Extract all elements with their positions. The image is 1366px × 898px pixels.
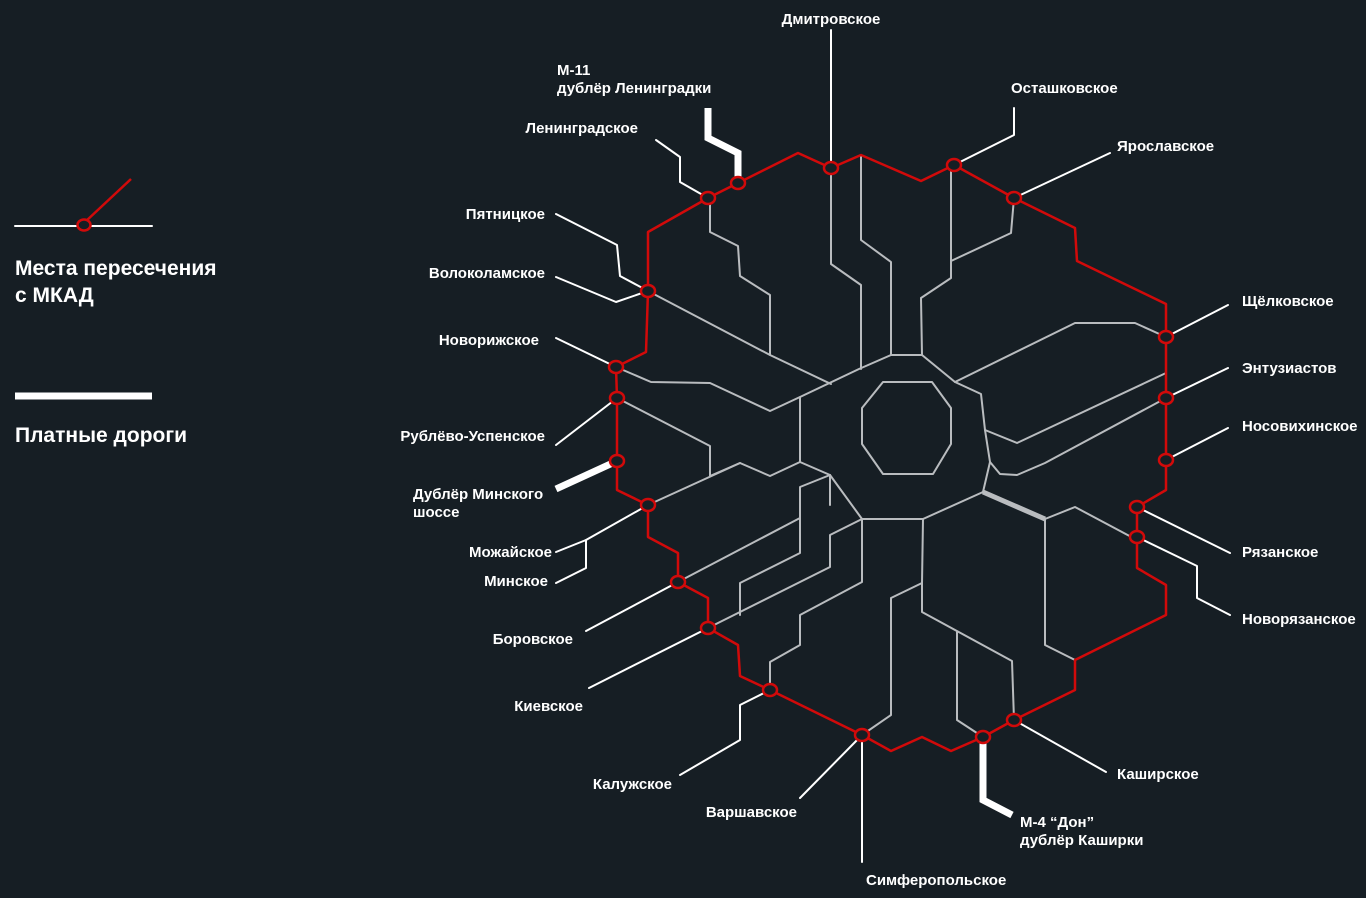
node-nosovikhinskoe xyxy=(1157,452,1175,468)
label-rublevo-uspenskoe: Рублёво-Успенское xyxy=(400,428,545,445)
label-m4-line1: М-4 “Дон” xyxy=(1020,814,1094,831)
node-volokolamskoe xyxy=(639,283,657,299)
label-ostashkovskoe: Осташковское xyxy=(1011,80,1118,97)
label-ryazanskoe: Рязанское xyxy=(1242,544,1318,561)
toll-m4 xyxy=(979,737,1014,819)
node-ryazanskoe xyxy=(1128,499,1146,515)
toll-roads xyxy=(554,108,1014,819)
toll-m11 xyxy=(704,108,742,183)
node-borovskoe xyxy=(669,574,687,590)
legend-intersections-text: Места пересечения с МКАД xyxy=(15,255,217,309)
node-dmitrovskoe xyxy=(822,160,840,176)
label-minsk-dubler-line1: Дублёр Минского xyxy=(413,486,543,503)
label-schelkovskoe: Щёлковское xyxy=(1242,293,1334,310)
label-nosovikhinskoe: Носовихинское xyxy=(1242,418,1358,435)
label-leningradskoe: Ленинградское xyxy=(526,120,638,137)
label-simferopolskoe: Симферопольское xyxy=(866,872,1006,889)
node-minsk-dubler xyxy=(608,453,626,469)
node-kashirskoe xyxy=(1005,712,1023,728)
label-m11-line2: дублёр Ленинградки xyxy=(557,80,711,97)
label-kievskoe: Киевское xyxy=(514,698,583,715)
label-novorizhskoe: Новорижское xyxy=(439,332,539,349)
node-m4 xyxy=(974,729,992,745)
label-yaroslavskoe: Ярославское xyxy=(1117,138,1214,155)
node-rublevo xyxy=(608,390,626,406)
label-m11-line1: М-11 xyxy=(557,62,590,79)
label-dmitrovskoe: Дмитровское xyxy=(782,11,881,28)
legend-intersection-symbol xyxy=(14,178,153,232)
label-varshavskoe: Варшавское xyxy=(706,804,797,821)
label-borovskoe: Боровское xyxy=(493,631,573,648)
node-leningradskoe xyxy=(699,190,717,206)
inner-roads xyxy=(615,154,1167,738)
highway-labels: Дмитровское М-11 дублёр Ленинградки Оста… xyxy=(400,11,1357,889)
legend-intersections-line1: Места пересечения xyxy=(15,257,217,280)
node-schelkovskoe xyxy=(1157,329,1175,345)
toll-minsk-dubler xyxy=(554,457,619,493)
node-novorizhskoe xyxy=(607,359,625,375)
node-kievskoe xyxy=(699,620,717,636)
toll-road-segment-east xyxy=(982,489,1046,522)
label-novoryazanskoe: Новорязанское xyxy=(1242,611,1356,628)
node-novoryazanskoe xyxy=(1128,529,1146,545)
node-ostashkovskoe xyxy=(945,157,963,173)
label-minskoe: Минское xyxy=(484,573,548,590)
label-volokolamskoe: Волоколамское xyxy=(429,265,545,282)
label-kaluzhskoe: Калужское xyxy=(593,776,672,793)
label-entuziastov: Энтузиастов xyxy=(1242,360,1337,377)
legend-toll-roads-text: Платные дороги xyxy=(15,424,187,447)
label-pyatnitskoe: Пятницкое xyxy=(466,206,545,223)
label-kashirskoe: Каширское xyxy=(1117,766,1199,783)
label-m4-line2: дублёр Каширки xyxy=(1020,832,1143,849)
mkad-intersections xyxy=(607,157,1175,745)
node-kaluzhskoe xyxy=(761,682,779,698)
node-varshavskoe xyxy=(853,727,871,743)
node-m11 xyxy=(729,175,747,191)
legend-intersections-line2: с МКАД xyxy=(15,284,94,307)
node-mozhayskoe xyxy=(639,497,657,513)
highways xyxy=(555,29,1231,863)
label-minsk-dubler-line2: шоссе xyxy=(413,504,460,521)
node-entuziastov xyxy=(1157,390,1175,406)
node-yaroslavskoe xyxy=(1005,190,1023,206)
label-mozhayskoe: Можайское xyxy=(469,544,552,561)
